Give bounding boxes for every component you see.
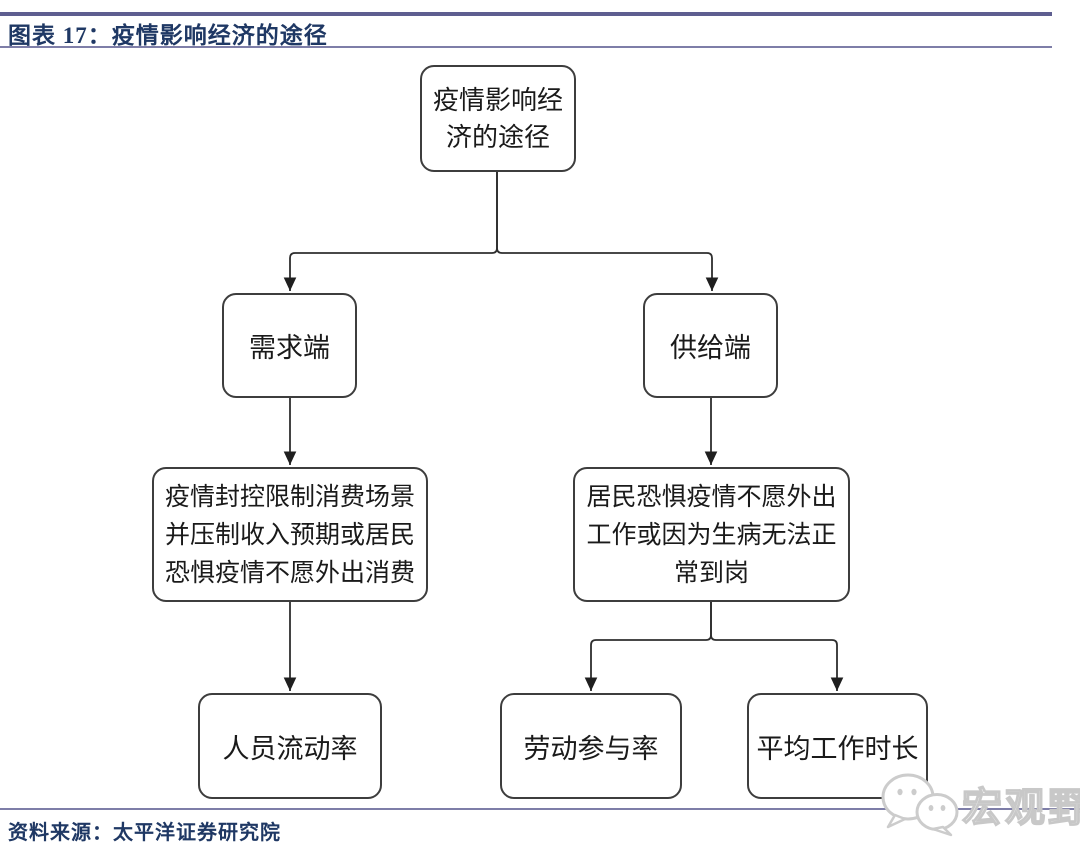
source-note: 资料来源：太平洋证券研究院 — [8, 822, 281, 844]
connector-root-to-demand — [283, 172, 498, 291]
node-supply-detail: 居民恐惧疫情不愿外出 工作或因为生病无法正 常到岗 — [573, 467, 850, 602]
top-thick-rule — [0, 12, 1052, 16]
node-root: 疫情影响经 济的途径 — [420, 65, 576, 172]
node-supply-side: 供给端 — [643, 293, 778, 398]
node-demand-side: 需求端 — [222, 293, 357, 398]
connector-root-to-supply — [496, 172, 719, 291]
node-personnel-mobility-rate-label: 人员流动率 — [222, 733, 358, 764]
node-root-label: 疫情影响经 济的途径 — [432, 84, 563, 152]
title-underline-rule — [0, 46, 1052, 48]
connector-detail-to-hours — [710, 602, 844, 691]
node-demand-side-label: 需求端 — [249, 333, 330, 363]
watermark: 宏观野望 — [880, 768, 1080, 840]
wechat-icon — [881, 773, 959, 837]
node-demand-detail: 疫情封控限制消费场景 并压制收入预期或居民 恐惧疫情不愿外出消费 — [152, 467, 428, 602]
figure-title: 图表 17：疫情影响经济的途径 — [8, 23, 328, 48]
watermark-text: 宏观野望 — [961, 785, 1080, 831]
node-supply-detail-label: 居民恐惧疫情不愿外出 工作或因为生病无法正 常到岗 — [586, 482, 837, 587]
node-personnel-mobility-rate: 人员流动率 — [198, 693, 382, 799]
node-demand-detail-label: 疫情封控限制消费场景 并压制收入预期或居民 恐惧疫情不愿外出消费 — [164, 482, 415, 587]
node-labor-participation-rate-label: 劳动参与率 — [523, 733, 659, 764]
connector-detail-to-participation — [584, 602, 712, 691]
node-labor-participation-rate: 劳动参与率 — [500, 693, 682, 799]
node-supply-side-label: 供给端 — [670, 333, 751, 363]
footer-rule — [0, 808, 1080, 810]
node-average-working-hours-label: 平均工作时长 — [756, 733, 919, 764]
